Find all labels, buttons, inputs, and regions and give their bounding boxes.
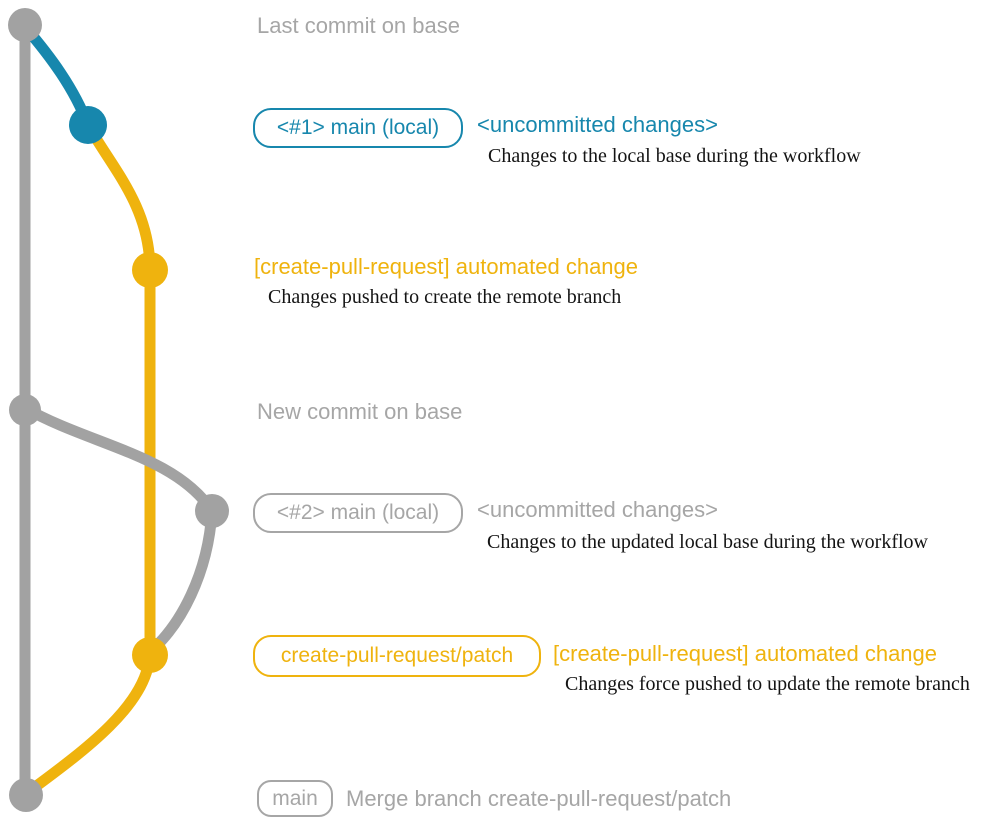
uncommitted-changes-heading-2: <uncommitted changes> — [477, 497, 718, 522]
automated-change-note-2: Changes force pushed to update the remot… — [565, 673, 970, 695]
commit-dot-uncommitted-2 — [195, 494, 229, 528]
commit-dot-automated-change-1 — [132, 252, 168, 288]
push-to-patch-edge — [82, 119, 156, 274]
automated-change-heading-1: [create-pull-request] automated change — [254, 254, 639, 279]
commit-dot-last-base — [8, 8, 42, 42]
branch-badge-main-final-label: main — [272, 786, 318, 810]
branch-badge-main-final: main — [257, 780, 333, 817]
branch-badge-main-local-1: <#1> main (local) — [253, 108, 463, 148]
commit-dot-automated-change-2 — [132, 637, 168, 673]
automated-change-heading-2: [create-pull-request] automated change — [553, 641, 938, 666]
commit-graph — [8, 8, 229, 812]
branch-badge-patch: create-pull-request/patch — [253, 635, 541, 677]
local-change-edge-2 — [146, 505, 218, 656]
uncommitted-changes-note-1: Changes to the local base during the wor… — [488, 145, 861, 167]
commit-dot-uncommitted-1 — [69, 106, 107, 144]
uncommitted-changes-heading-1: <uncommitted changes> — [477, 112, 718, 137]
branch-badge-patch-label: create-pull-request/patch — [280, 644, 514, 667]
new-commit-on-base-label: New commit on base — [257, 399, 463, 424]
last-commit-on-base-label: Last commit on base — [257, 13, 460, 38]
automated-change-note-1: Changes pushed to create the remote bran… — [268, 286, 622, 308]
uncommitted-changes-note-2: Changes to the updated local base during… — [487, 531, 928, 553]
branch-badge-main-local-2: <#2> main (local) — [253, 493, 463, 533]
commit-dot-merge — [9, 778, 43, 812]
rebase-on-new-commit-edge — [19, 402, 218, 517]
merge-branch-label: Merge branch create-pull-request/patch — [346, 786, 732, 811]
branch-badge-main-local-2-label: <#2> main (local) — [276, 501, 440, 524]
commit-dot-new-base — [9, 394, 41, 426]
branch-badge-main-local-1-label: <#1> main (local) — [276, 116, 440, 139]
merge-edge — [21, 649, 156, 799]
